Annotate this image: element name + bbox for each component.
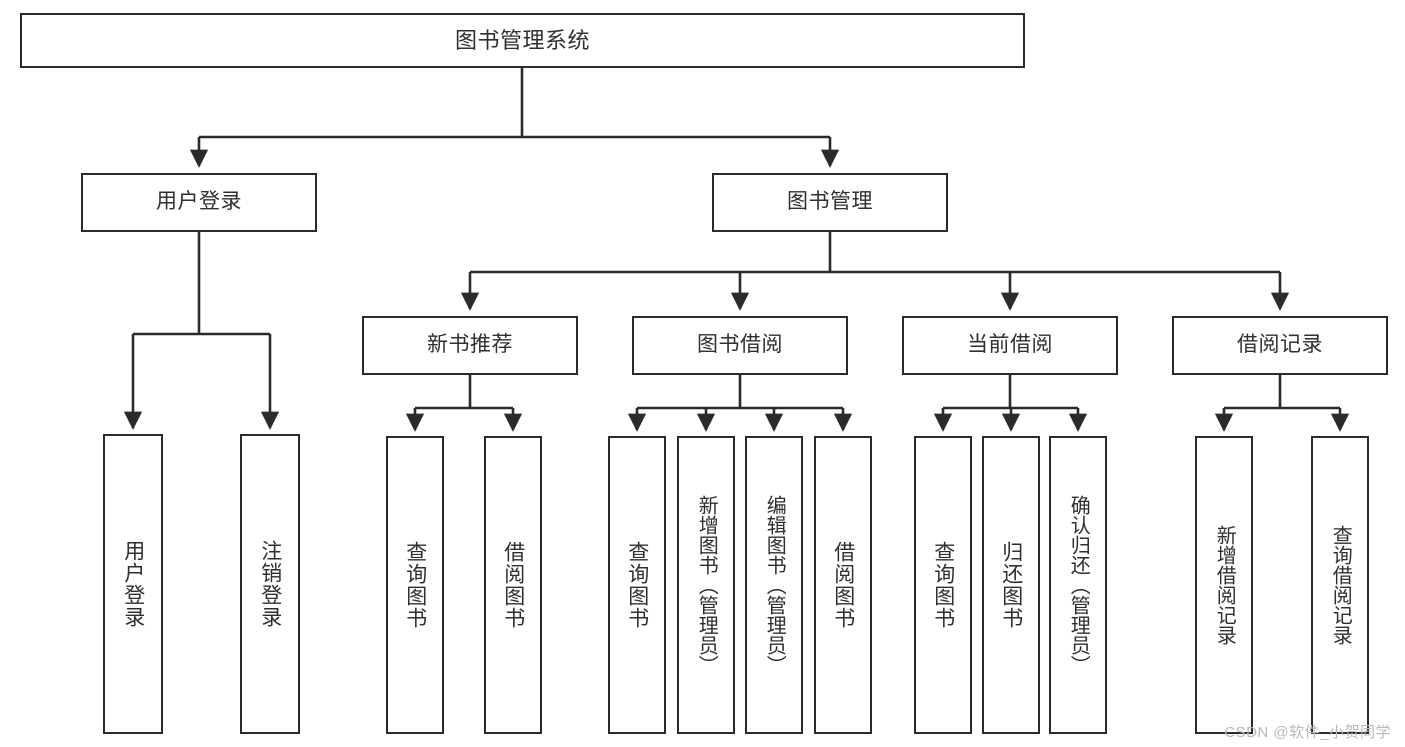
leaf-user-login-signin[interactable]: 用户登录 — [103, 434, 163, 734]
leaf-borrow-record-query[interactable]: 查询借阅记录 — [1311, 436, 1369, 734]
leaf-book-borrow-lend-label: 借阅图书 — [831, 541, 855, 629]
leaf-user-login-signin-label: 用户登录 — [121, 540, 145, 628]
node-book-management-label: 图书管理 — [787, 190, 873, 214]
leaf-new-book-query-label: 查询图书 — [403, 541, 427, 629]
leaf-current-borrow-query[interactable]: 查询图书 — [914, 436, 972, 734]
leaf-current-borrow-return-label: 归还图书 — [999, 541, 1023, 629]
leaf-new-book-borrow[interactable]: 借阅图书 — [484, 436, 542, 734]
node-user-login[interactable]: 用户登录 — [81, 173, 317, 232]
leaf-current-borrow-confirm-label: 确认归还（管理员） — [1067, 495, 1090, 675]
leaf-current-borrow-return[interactable]: 归还图书 — [982, 436, 1040, 734]
watermark-text: CSDN @软件_小贺同学 — [1224, 724, 1391, 741]
leaf-borrow-record-add-label: 新增借阅记录 — [1213, 525, 1236, 645]
node-current-borrow[interactable]: 当前借阅 — [902, 316, 1118, 375]
leaf-book-borrow-query-label: 查询图书 — [625, 541, 649, 629]
leaf-new-book-borrow-label: 借阅图书 — [501, 541, 525, 629]
node-new-book-recommend[interactable]: 新书推荐 — [362, 316, 578, 375]
leaf-book-borrow-edit-label: 编辑图书（管理员） — [763, 495, 786, 675]
node-user-login-label: 用户登录 — [156, 190, 242, 214]
leaf-current-borrow-confirm[interactable]: 确认归还（管理员） — [1049, 436, 1107, 734]
node-borrow-record[interactable]: 借阅记录 — [1172, 316, 1388, 375]
leaf-book-borrow-query[interactable]: 查询图书 — [608, 436, 666, 734]
leaf-borrow-record-add[interactable]: 新增借阅记录 — [1195, 436, 1253, 734]
node-current-borrow-label: 当前借阅 — [967, 333, 1053, 357]
leaf-book-borrow-lend[interactable]: 借阅图书 — [814, 436, 872, 734]
leaf-book-borrow-edit[interactable]: 编辑图书（管理员） — [745, 436, 803, 734]
leaf-user-login-signout-label: 注销登录 — [258, 540, 282, 628]
leaf-user-login-signout[interactable]: 注销登录 — [240, 434, 300, 734]
node-book-borrow[interactable]: 图书借阅 — [632, 316, 848, 375]
node-root-system[interactable]: 图书管理系统 — [20, 13, 1025, 68]
leaf-borrow-record-query-label: 查询借阅记录 — [1329, 525, 1352, 645]
node-borrow-record-label: 借阅记录 — [1237, 333, 1323, 357]
node-root-system-label: 图书管理系统 — [454, 27, 590, 53]
leaf-book-borrow-add[interactable]: 新增图书（管理员） — [677, 436, 735, 734]
node-new-book-recommend-label: 新书推荐 — [427, 333, 513, 357]
leaf-current-borrow-query-label: 查询图书 — [931, 541, 955, 629]
leaf-new-book-query[interactable]: 查询图书 — [386, 436, 444, 734]
node-book-management[interactable]: 图书管理 — [712, 173, 948, 232]
leaf-book-borrow-add-label: 新增图书（管理员） — [695, 495, 718, 675]
node-book-borrow-label: 图书借阅 — [697, 333, 783, 357]
